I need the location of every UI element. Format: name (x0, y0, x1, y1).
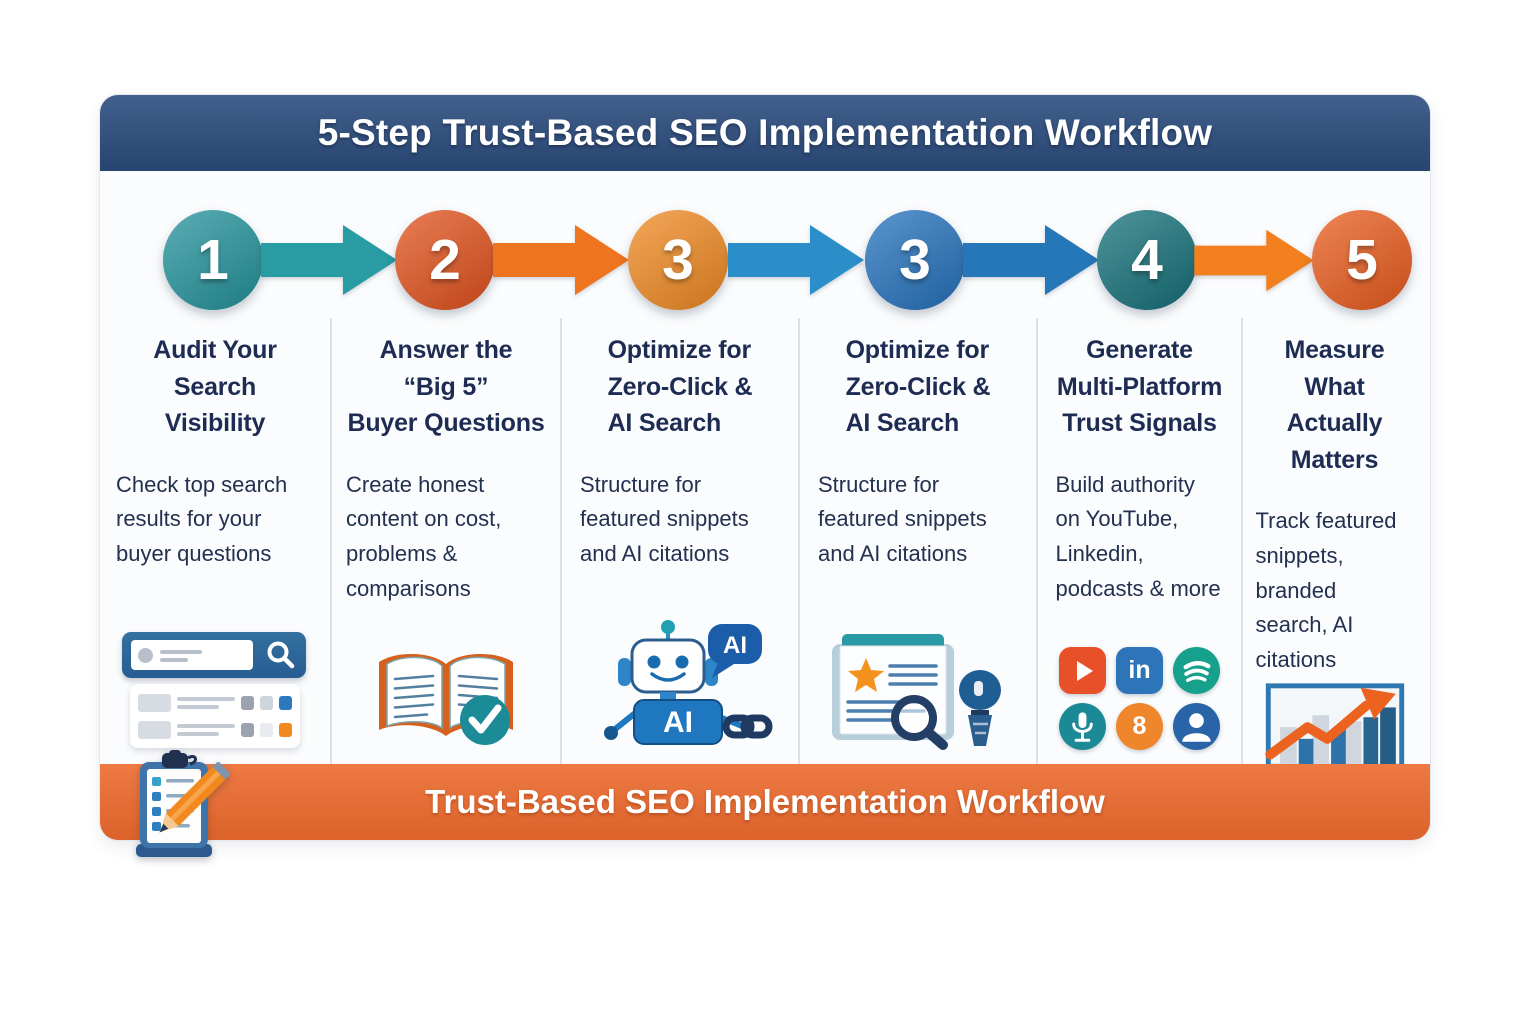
step-column-6: Measure What Actually Matters Track feat… (1241, 318, 1426, 777)
chain-link-icon (722, 714, 772, 739)
step-description: Check top search results for your buyer … (116, 471, 288, 567)
step-description: Build authority on YouTube, Linkedin, po… (1055, 471, 1221, 601)
result-row (138, 692, 292, 714)
arrow-icon (493, 225, 629, 295)
podcast-number-icon: 8 (1116, 703, 1163, 750)
robot-chest-label: AI (663, 706, 693, 739)
step-column-2: Answer the “Big 5” Buyer Questions Creat… (330, 318, 560, 764)
magnifier-icon (891, 695, 948, 750)
step-description: Track featured snippets, branded search,… (1255, 508, 1397, 672)
speech-bubble: AI (707, 624, 762, 678)
step-heading: Audit Your Search Visibility (153, 336, 277, 437)
page-title: 5-Step Trust-Based SEO Implementation Wo… (317, 112, 1213, 153)
youtube-icon (1059, 647, 1106, 694)
step-circle-1: 1 (163, 210, 263, 310)
star-icon (848, 658, 884, 692)
step-column-5: Generate Multi-Platform Trust Signals Bu… (1036, 318, 1241, 764)
social-platforms-icon: in (1059, 647, 1220, 750)
footer-banner: Trust-Based SEO Implementation Workflow (100, 750, 1430, 857)
search-results-icon (120, 632, 310, 750)
spotify-icon (1173, 647, 1220, 694)
step-heading: Optimize for Zero-Click & AI Search (607, 336, 753, 437)
clipboard-pencil-icon (136, 750, 230, 857)
step-circle-3: 3 (628, 210, 728, 310)
step-number: 1 (197, 228, 229, 292)
step-number: 5 (1346, 228, 1378, 292)
arrow-icon (261, 225, 397, 295)
step-circle-2: 2 (395, 210, 495, 310)
search-input-mock (131, 640, 253, 670)
step-columns: Audit Your Search Visibility Check top s… (100, 318, 1430, 777)
bubble-label: AI (723, 632, 747, 659)
microphone-icon (1059, 703, 1106, 750)
step-circle-5: 4 (1097, 210, 1197, 310)
step-circle-4: 3 (865, 210, 965, 310)
step-description: Structure for featured snippets and AI c… (818, 471, 987, 567)
result-row (138, 719, 292, 741)
step-number: 3 (899, 228, 931, 292)
step-number: 4 (1131, 228, 1163, 292)
results-card (130, 684, 300, 748)
ai-robot-icon: AI AI (588, 618, 773, 750)
step-column-1: Audit Your Search Visibility Check top s… (100, 318, 330, 764)
step-circle-6: 5 (1312, 210, 1412, 310)
step-heading: Optimize for Zero-Click & AI Search (845, 336, 991, 437)
microphone-icon (959, 670, 1001, 746)
pencil-icon (159, 761, 230, 833)
profile-icon (1173, 703, 1220, 750)
arrow-icon (963, 225, 1099, 295)
arrow-icon (1194, 229, 1314, 292)
step-column-3: Optimize for Zero-Click & AI Search Stru… (560, 318, 798, 764)
document-review-icon (828, 628, 1008, 750)
workflow-card: 5-Step Trust-Based SEO Implementation Wo… (100, 95, 1430, 857)
book-check-icon (370, 642, 522, 750)
step-number: 2 (429, 228, 461, 292)
step-heading: Generate Multi-Platform Trust Signals (1056, 336, 1223, 437)
step-heading: Answer the “Big 5” Buyer Questions (347, 336, 545, 437)
step-number: 3 (662, 228, 694, 292)
step-heading: Measure What Actually Matters (1284, 336, 1385, 474)
header-banner: 5-Step Trust-Based SEO Implementation Wo… (100, 95, 1430, 171)
trend-arrow-icon (1264, 687, 1396, 760)
step-description: Create honest content on cost, problems … (346, 471, 502, 601)
footer-title: Trust-Based SEO Implementation Workflow (425, 783, 1105, 820)
search-bar (122, 632, 306, 678)
step-column-4: Optimize for Zero-Click & AI Search Stru… (798, 318, 1036, 764)
linkedin-icon: in (1116, 647, 1163, 694)
magnifier-icon (267, 641, 295, 669)
steps-row: 1 2 3 3 4 5 (100, 171, 1430, 318)
step-description: Structure for featured snippets and AI c… (580, 471, 749, 567)
arrow-icon (728, 225, 864, 295)
